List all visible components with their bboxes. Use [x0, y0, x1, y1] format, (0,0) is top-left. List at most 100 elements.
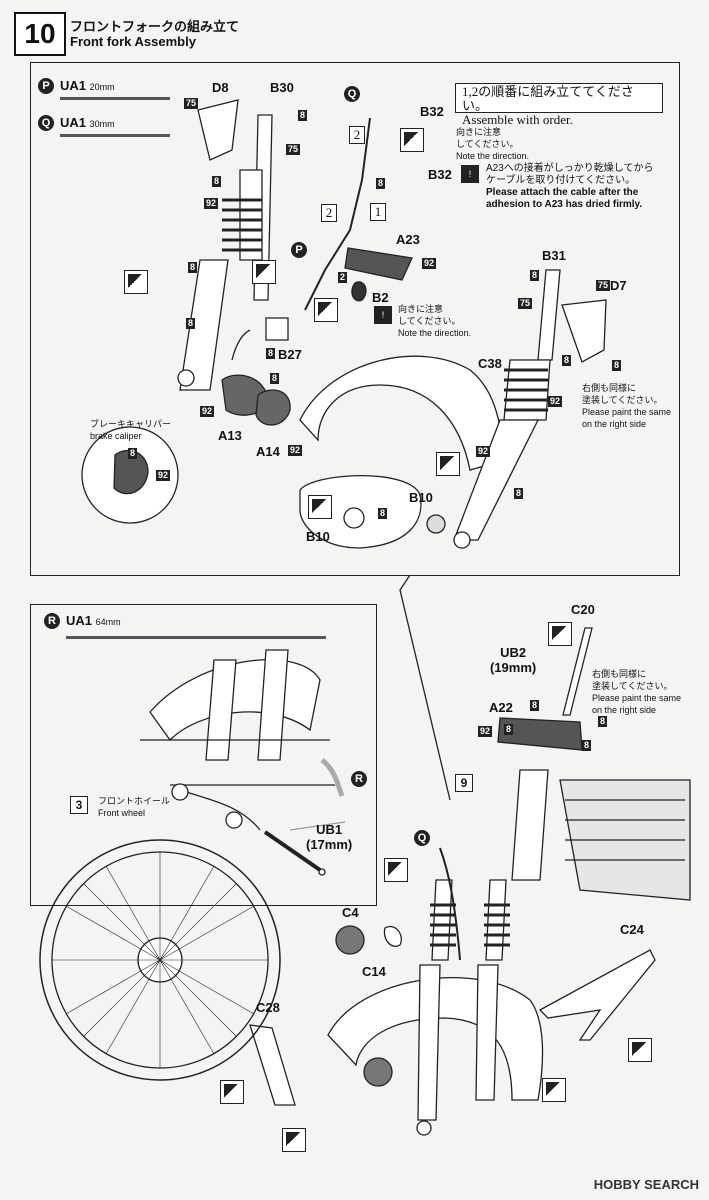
paint-number: 92 [204, 198, 219, 209]
part-a14: A14 [256, 444, 280, 459]
ref-step-3: 3 [70, 796, 88, 814]
step-title-jp: フロントフォークの組み立て [70, 19, 240, 34]
step-title-en: Front fork Assembly [70, 34, 196, 49]
paint-chip-icon [308, 495, 332, 519]
order-mark-2b: 2 [321, 204, 337, 222]
paint-number: 92 [156, 470, 171, 481]
ref-step-9: 9 [455, 774, 473, 792]
paint-number: 75 [286, 144, 301, 155]
part-d8: D8 [212, 80, 229, 95]
paint-number: 8 [128, 448, 138, 459]
paint-number: 92 [478, 726, 493, 737]
paint-number: 92 [476, 446, 491, 457]
paint-number: 8 [376, 178, 386, 189]
brush-icon [548, 622, 572, 646]
option-p-rule [60, 97, 170, 100]
part-c20: C20 [571, 602, 595, 617]
assemble-order-jp: 1,2の順番に組み立ててください。 [462, 84, 634, 113]
part-b32-top: B32 [420, 104, 444, 119]
direction-note-b2: 向きに注意してください。Note the direction. [398, 304, 472, 338]
option-r-rule [66, 636, 326, 639]
direction-note: 向きに注意してください。Note the direction. [456, 127, 530, 161]
paint-number: 8 [298, 110, 308, 121]
order-mark-2a: 2 [349, 126, 365, 144]
paint-number: 8 [212, 176, 222, 187]
paint-chip-icon [124, 270, 148, 294]
part-c14: C14 [362, 964, 386, 979]
part-b2: B2 [372, 290, 389, 305]
part-c4: C4 [342, 905, 359, 920]
wheel-assembly-panel [30, 604, 377, 906]
brush-icon [436, 452, 460, 476]
callout-q-2: Q [414, 830, 430, 846]
assemble-order-en: Assemble with order. [462, 112, 573, 127]
part-a13: A13 [218, 428, 242, 443]
glue-icon: ! [461, 165, 479, 183]
callout-p: P [291, 242, 307, 258]
paint-number: 8 [504, 724, 514, 735]
paint-number: 92 [548, 396, 563, 407]
paint-number: 8 [530, 270, 540, 281]
brush-icon [252, 260, 276, 284]
order-mark-1: 1 [370, 203, 386, 221]
paint-number: 8 [188, 262, 198, 273]
paint-number: 8 [562, 355, 572, 366]
paint-number: 8 [266, 348, 276, 359]
part-b10-detail: B10 [306, 529, 330, 544]
paint-number: 75 [518, 298, 533, 309]
part-b30: B30 [270, 80, 294, 95]
part-b32: B32 [428, 167, 452, 182]
paint-number: 75 [184, 98, 199, 109]
paint-number: 8 [582, 740, 592, 751]
option-p-badge: P [38, 78, 54, 94]
paint-number: 92 [288, 445, 303, 456]
callout-q: Q [344, 86, 360, 102]
part-a23: A23 [396, 232, 420, 247]
paint-number: 8 [186, 318, 196, 329]
paint-number: 2 [338, 272, 348, 283]
paint-chip-icon [220, 1080, 244, 1104]
option-q-badge: Q [38, 115, 54, 131]
brush-icon [542, 1078, 566, 1102]
paint-number: 92 [200, 406, 215, 417]
part-c24: C24 [620, 922, 644, 937]
part-b10: B10 [409, 490, 433, 505]
brush-icon [282, 1128, 306, 1152]
option-r-label: UA1 64mm [66, 613, 121, 628]
part-d7: D7 [610, 278, 627, 293]
paint-number: 8 [598, 716, 608, 727]
paint-number: 8 [378, 508, 388, 519]
paint-number: 75 [596, 280, 611, 291]
paint-chip-icon [314, 298, 338, 322]
paint-number: 8 [270, 373, 280, 384]
glue-icon-b2: ! [374, 306, 392, 324]
paint-number: 8 [530, 700, 540, 711]
paint-chip-icon [628, 1038, 652, 1062]
option-q-rule [60, 134, 170, 137]
part-a22: A22 [489, 700, 513, 715]
part-ub1: UB1(17mm) [306, 822, 353, 852]
option-r-badge: R [44, 613, 60, 629]
part-b27: B27 [278, 347, 302, 362]
option-q-label: UA1 30mm [60, 115, 115, 130]
paint-number: 8 [612, 360, 622, 371]
brush-icon [384, 858, 408, 882]
paint-chip-icon [400, 128, 424, 152]
assemble-order-note: 1,2の順番に組み立ててください。 Assemble with order. [455, 83, 663, 127]
step-number: 10 [14, 12, 66, 56]
paint-number: 92 [422, 258, 437, 269]
fork-assembly-panel [30, 62, 680, 576]
callout-r: R [351, 771, 367, 787]
part-c38: C38 [478, 356, 502, 371]
hobby-search-logo: HOBBY SEARCH [593, 1177, 699, 1192]
part-ub2: UB2(19mm) [490, 645, 537, 675]
part-c28: C28 [256, 1000, 280, 1015]
cable-note: A23への接着がしっかり乾燥してからケーブルを取り付けてください。 Please… [486, 163, 654, 210]
option-p-label: UA1 20mm [60, 78, 115, 93]
paint-number: 8 [514, 488, 524, 499]
